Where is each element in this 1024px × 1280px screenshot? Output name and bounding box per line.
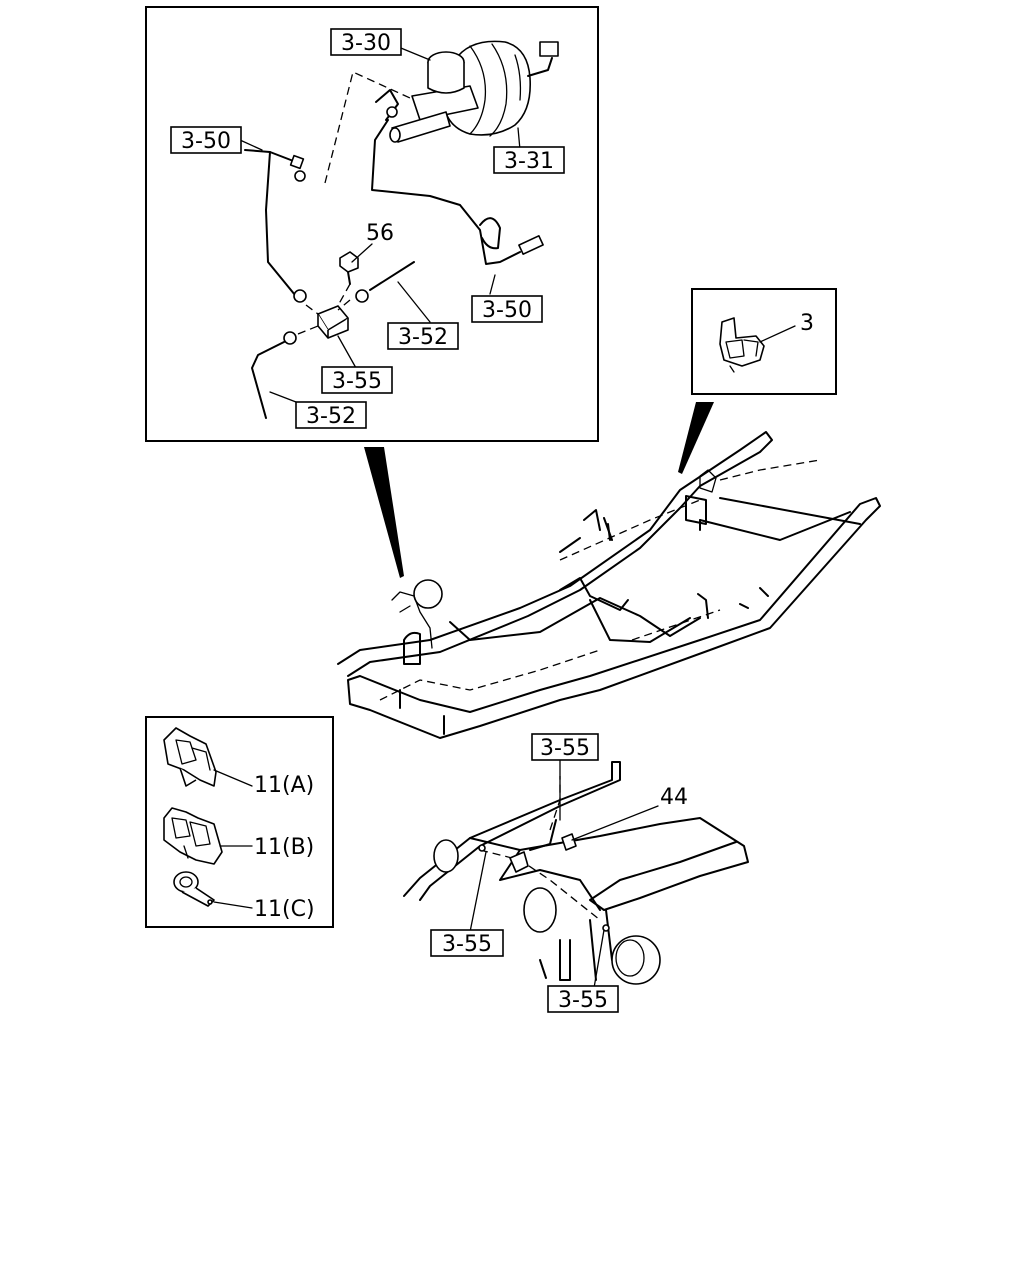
- connector-3-55-drawing: [283, 289, 369, 345]
- label-3-55-rear-top: 3-55: [540, 736, 590, 761]
- clip-types-detail-panel: 11(A) 11(B) 11(C): [145, 716, 334, 928]
- pipe-3-52-front: [369, 261, 415, 291]
- label-44: 44: [660, 785, 688, 810]
- label-3-55-top: 3-55: [332, 369, 382, 394]
- label-3-50-left: 3-50: [181, 129, 231, 154]
- clip-3-drawing: [719, 317, 765, 373]
- label-3-55-rear-bottom: 3-55: [558, 988, 608, 1013]
- label-11a: 11(A): [254, 773, 314, 798]
- label-3-52-front: 3-52: [398, 325, 448, 350]
- pipe-3-52-lower: [251, 341, 285, 419]
- label-3-52-lower: 3-52: [306, 404, 356, 429]
- detail-pointer-left: [364, 447, 404, 578]
- clip-11c-drawing: [173, 871, 253, 909]
- label-3-clip: 3: [800, 311, 814, 336]
- master-cylinder-detail-panel: 3-30 3-31 3-50 3-50 56 3-52 3-55 3-52: [145, 6, 599, 442]
- clip-3-detail-panel: 3: [691, 288, 837, 395]
- pipe-3-50-left: [244, 149, 307, 303]
- label-11b: 11(B): [254, 835, 314, 860]
- label-3-50-right: 3-50: [482, 298, 532, 323]
- bolt-56-drawing: [329, 251, 359, 321]
- pipe-3-50-right: [371, 89, 544, 265]
- label-3-30: 3-30: [341, 31, 391, 56]
- detail-pointer-right: [678, 402, 714, 474]
- clip-11b-drawing: [163, 807, 253, 865]
- clip-11a-drawing: [163, 727, 253, 787]
- label-11c: 11(C): [254, 897, 315, 922]
- label-3-31: 3-31: [504, 149, 554, 174]
- label-56: 56: [366, 221, 394, 246]
- master-cylinder-drawing: [389, 51, 479, 143]
- chassis-frame-drawing: [337, 431, 881, 739]
- rear-axle-drawing: [403, 759, 749, 989]
- label-3-55-rear-left: 3-55: [442, 932, 492, 957]
- brake-booster-drawing: [444, 40, 559, 137]
